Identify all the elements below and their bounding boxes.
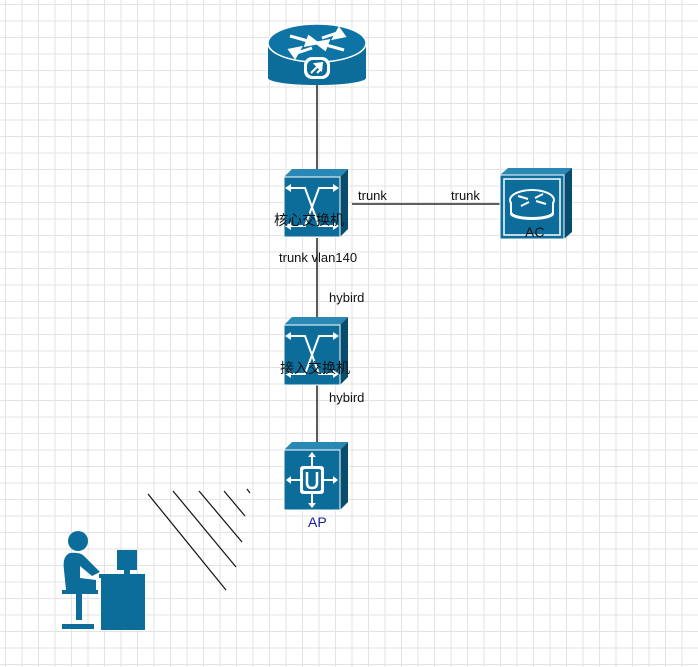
core-switch-label: 核心交换机 — [274, 212, 344, 228]
user-at-computer-icon — [62, 531, 145, 630]
access-switch-icon — [283, 317, 348, 386]
link-label-access-ap: hybird — [329, 390, 365, 405]
ac-label: AC — [525, 224, 545, 240]
core-switch-icon — [283, 169, 348, 238]
ap-label: AP — [308, 514, 327, 530]
access-point-icon — [283, 442, 348, 511]
router-icon — [267, 23, 367, 85]
link-label-core-access-bottom: hybird — [329, 290, 365, 305]
wireless-signal-lines — [147, 488, 251, 591]
access-switch-label: 接入交换机 — [280, 360, 350, 376]
link-label-core-ac-right: trunk — [451, 188, 480, 203]
link-label-core-access-top: trunk vlan140 — [279, 250, 358, 265]
link-label-core-ac-left: trunk — [358, 188, 387, 203]
wireless-controller-icon — [499, 168, 572, 240]
